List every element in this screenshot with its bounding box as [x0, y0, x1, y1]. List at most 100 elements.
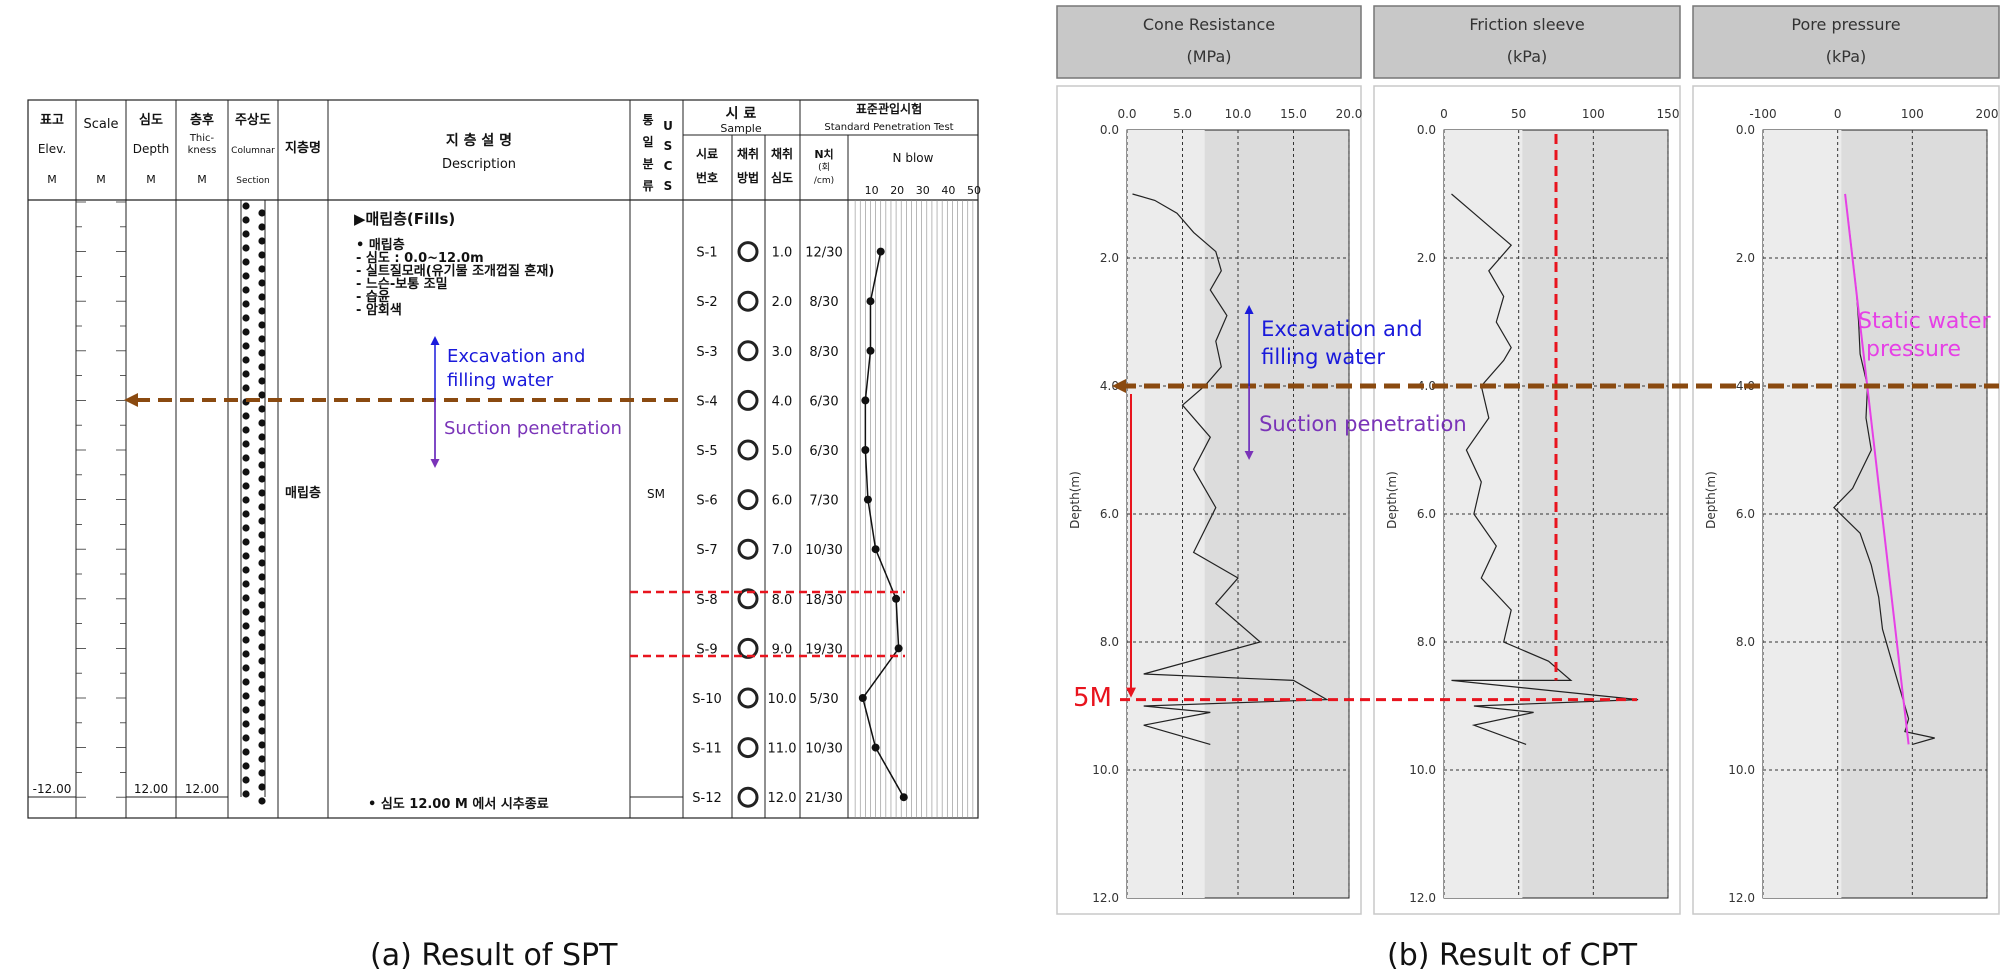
spt-header-thick-en2: kness	[188, 145, 217, 156]
cpt-cone-title: Cone Resistance	[1143, 15, 1275, 34]
spt-desc-line: - 습윤	[356, 290, 390, 305]
spt-sample-method-icon	[737, 538, 759, 560]
cpt-friction-ytick: 10.0	[1409, 763, 1436, 777]
spt-sample-n: 12/30	[805, 246, 842, 261]
spt-sample-method-icon	[737, 340, 759, 362]
spt-header-sample-depth2: 심도	[771, 170, 793, 185]
spt-column-dot	[242, 454, 250, 462]
cpt-5m-label: 5M	[1073, 683, 1112, 713]
spt-desc-line: - 느슨-보통 조밀	[356, 277, 448, 292]
spt-column-dot	[258, 559, 266, 567]
spt-column-dot	[242, 370, 250, 378]
spt-column-dot	[242, 216, 250, 224]
spt-sample-n: 5/30	[809, 692, 838, 707]
spt-sample-depth: 4.0	[772, 394, 793, 409]
spt-sample-depth: 9.0	[772, 642, 793, 657]
spt-sample-method-icon	[737, 389, 759, 411]
cpt-friction-unit: (kPa)	[1507, 47, 1547, 66]
spt-column-dot	[242, 636, 250, 644]
cpt-cone-unit: (MPa)	[1186, 47, 1231, 66]
spt-header-nblow: N blow	[893, 151, 934, 165]
spt-header-stratum: 지층명	[285, 140, 321, 156]
spt-sample-id: S-8	[696, 593, 717, 608]
spt-column-dot	[242, 496, 250, 504]
spt-column-dot	[258, 237, 266, 245]
spt-column-dot	[242, 482, 250, 490]
cpt-friction-header	[1373, 5, 1681, 79]
spt-n-tick-label: 50	[967, 184, 981, 197]
spt-column-dot	[258, 769, 266, 777]
spt-sample-id: S-9	[696, 642, 717, 657]
spt-header-elev-en: Elev.	[38, 142, 66, 156]
spt-sample-id: S-3	[696, 345, 717, 360]
spt-sample-n: 10/30	[805, 742, 842, 757]
spt-header-elev-unit: M	[47, 173, 57, 186]
cpt-suction-label: Suction penetration	[1259, 412, 1467, 436]
spt-water-level-arrow	[124, 393, 138, 407]
spt-column-dot	[258, 699, 266, 707]
spt-sample-method-icon	[737, 439, 759, 461]
cpt-static-water-label-2: pressure	[1866, 337, 1961, 362]
cpt-pore-ytick: 8.0	[1736, 635, 1755, 649]
spt-header-column-ko: 주상도	[235, 113, 271, 128]
spt-column-dot	[258, 531, 266, 539]
spt-column-dot	[242, 426, 250, 434]
spt-sample-id: S-7	[696, 543, 717, 558]
spt-column-dot	[258, 657, 266, 665]
spt-column-dot	[258, 755, 266, 763]
spt-header-uscs-en: C	[664, 159, 673, 173]
cpt-pore-ylabel: Depth(m)	[1704, 471, 1718, 529]
spt-sample-id: S-11	[692, 742, 722, 757]
spt-column-dot	[242, 706, 250, 714]
spt-sample-id: S-4	[696, 394, 717, 409]
spt-sample-n: 8/30	[809, 345, 838, 360]
spt-column-dot	[242, 776, 250, 784]
spt-column-dot	[258, 587, 266, 595]
spt-sample-method-icon	[737, 290, 759, 312]
cpt-pore-ytick: 0.0	[1736, 123, 1755, 137]
spt-column-dot	[258, 503, 266, 511]
spt-bottom-depth: 12.00	[134, 782, 168, 796]
spt-n-value-point	[866, 297, 875, 306]
spt-header-scale-unit: M	[96, 173, 106, 186]
spt-stratum-name: 매립층	[285, 485, 321, 501]
spt-column-dot	[242, 412, 250, 420]
spt-n-value-point	[863, 495, 872, 504]
cpt-cone-header	[1056, 5, 1362, 79]
spt-sample-depth: 11.0	[768, 742, 797, 757]
spt-sample-depth: 3.0	[772, 345, 793, 360]
spt-column-dot	[242, 790, 250, 798]
cpt-5m-arrowhead	[1126, 687, 1136, 698]
spt-n-value-point	[858, 694, 867, 702]
spt-end-note: • 심도 12.00 M 에서 시추종료	[368, 796, 549, 812]
spt-sample-depth: 12.0	[768, 791, 797, 806]
spt-header-depth-unit: M	[146, 173, 156, 186]
spt-column-dot	[258, 447, 266, 455]
spt-header-thick-en: Thic-	[189, 133, 215, 144]
spt-column-dot	[258, 727, 266, 735]
spt-header-spt-en: Standard Penetration Test	[824, 122, 953, 133]
spt-sample-depth: 2.0	[772, 295, 793, 310]
spt-column-dot	[242, 440, 250, 448]
cpt-friction-ytick: 0.0	[1417, 123, 1436, 137]
spt-n-value-point	[866, 346, 875, 355]
spt-column-dot	[258, 629, 266, 637]
spt-n-value-point	[894, 644, 903, 653]
spt-column-dot	[258, 433, 266, 441]
spt-header-spt-ko: 표준관입시험	[856, 101, 922, 116]
spt-excavation-arrowhead	[430, 336, 440, 345]
spt-column-dot	[242, 538, 250, 546]
spt-column-dot	[242, 510, 250, 518]
spt-sample-depth: 7.0	[772, 543, 793, 558]
spt-column-dot	[258, 783, 266, 791]
spt-column-dot	[258, 265, 266, 273]
cpt-cone-xtick: 15.0	[1280, 107, 1307, 121]
cpt-excavation-arrowhead	[1244, 305, 1254, 314]
spt-column-dot	[258, 713, 266, 721]
spt-column-dot	[258, 377, 266, 385]
spt-header-depth-ko: 심도	[139, 112, 163, 128]
cpt-pore-xtick: 200	[1976, 107, 1999, 121]
spt-column-dot	[258, 335, 266, 343]
cpt-friction-xtick: 50	[1511, 107, 1526, 121]
